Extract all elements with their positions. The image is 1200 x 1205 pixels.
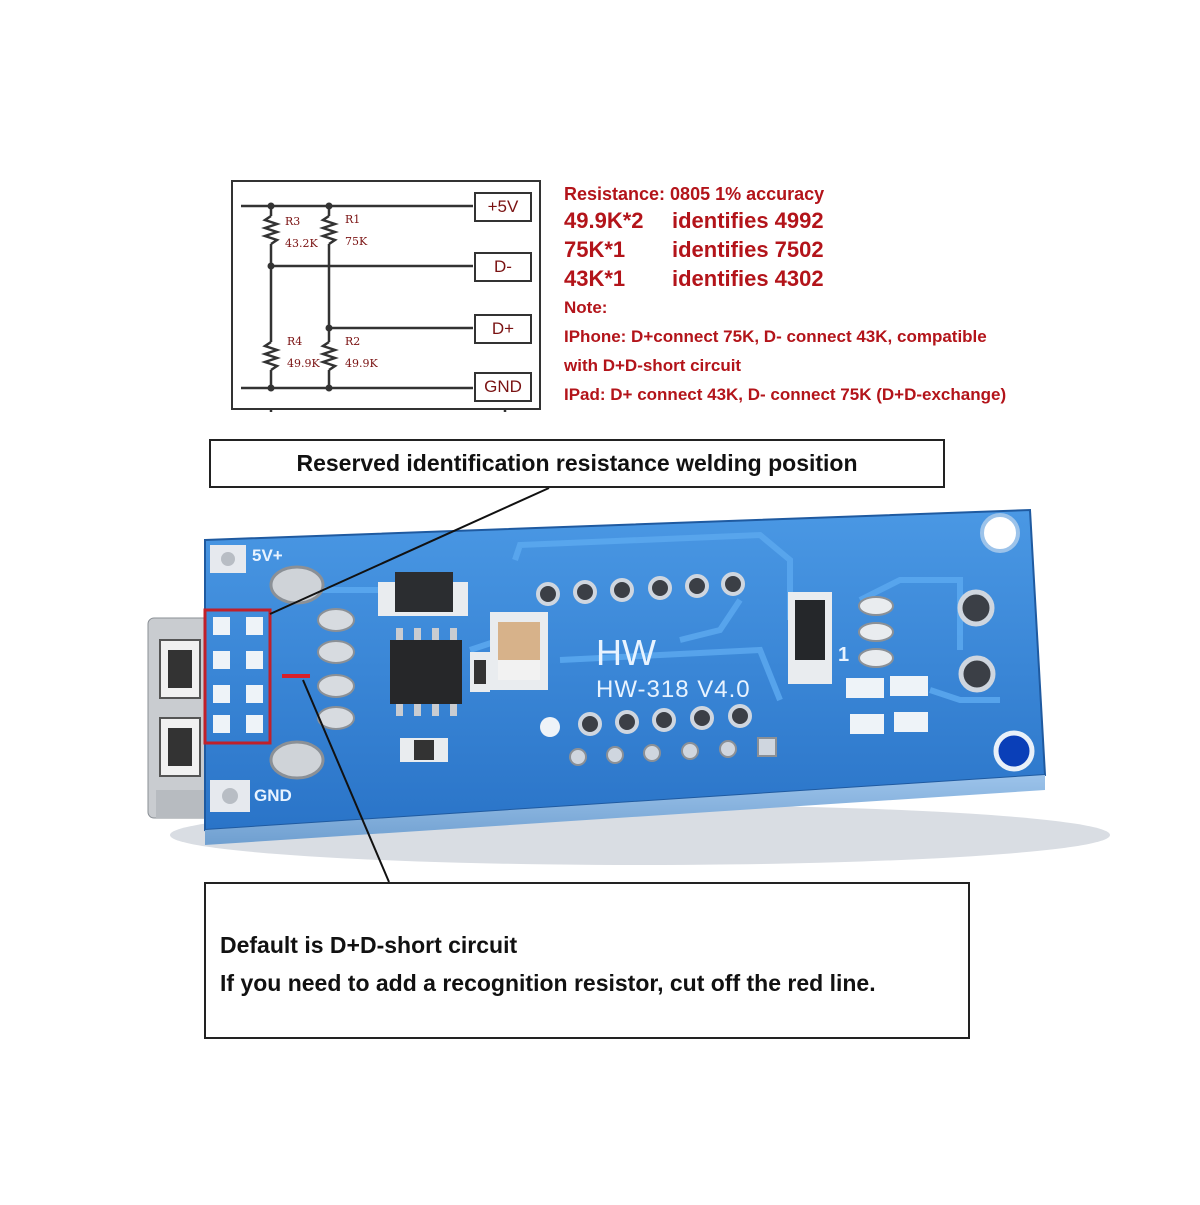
resistor-schematic: +5V D- D+ GND R3 43.2K R1 75K R4 49.9K R… <box>231 180 541 412</box>
spec-row-id: identifies 7502 <box>672 237 824 262</box>
via-left <box>540 717 560 737</box>
note-line: IPad: D+ connect 43K, D- connect 75K (D+… <box>564 385 1007 404</box>
display-pins-bottom <box>578 704 752 736</box>
display-pins-top <box>536 572 745 606</box>
specs-heading: Resistance: 0805 1% accuracy <box>564 184 825 204</box>
resistor-r4-ref: R4 <box>287 335 303 348</box>
board-edge <box>205 775 1045 845</box>
leader-line-default <box>302 679 390 883</box>
board-body <box>204 508 1047 832</box>
spec-row: 75K*1 identifies 7502 <box>564 235 1084 264</box>
copper-traces <box>300 531 1000 703</box>
board-shadow <box>170 805 1110 865</box>
pads-row-bottom <box>569 737 777 766</box>
solder-pad-bottom <box>269 740 325 780</box>
leader-line-reserved <box>269 487 550 615</box>
smd-transistor <box>788 592 832 684</box>
ic-sop8 <box>390 628 462 716</box>
reserved-position-callout: Reserved identification resistance weldi… <box>209 439 945 488</box>
smd-small-2 <box>400 738 448 762</box>
note-line: IPhone: D+connect 75K, D- connect 43K, c… <box>564 327 987 346</box>
spec-row-id: identifies 4992 <box>672 208 824 233</box>
pcb-pin1-mark: 1 <box>838 644 850 666</box>
smd-diode <box>378 582 468 616</box>
pcb-model-label: HW-318 V4.0 <box>596 676 751 703</box>
oval-pads <box>858 596 894 668</box>
resistor-r3-ref: R3 <box>285 215 301 228</box>
resistor-r1-value: 75K <box>345 235 368 248</box>
spec-row: 43K*1 identifies 4302 <box>564 264 1084 293</box>
pad-gnd <box>210 780 250 812</box>
schematic-wiring <box>241 202 507 412</box>
pin-label-dplus: D+ <box>474 314 532 344</box>
reserved-pads <box>213 617 263 733</box>
pcb-gnd-label: GND <box>254 786 292 805</box>
solder-pad-top <box>269 565 325 605</box>
resistance-specs: Resistance: 0805 1% accuracy 49.9K*2 ide… <box>564 182 1084 409</box>
note-line: with D+D-short circuit <box>564 356 742 375</box>
default-callout-line2: If you need to add a recognition resisto… <box>220 970 876 996</box>
pin-label-gnd: GND <box>474 372 532 402</box>
resistor-r2-ref: R2 <box>345 335 361 348</box>
usb-connector <box>147 617 211 819</box>
right-solder-2 <box>958 655 996 693</box>
smd-capacitor <box>490 612 548 690</box>
reserved-pad-frame <box>203 608 272 745</box>
resistor-r4-value: 49.9K <box>287 357 320 370</box>
spec-row: 49.9K*2 identifies 4992 <box>564 206 1084 235</box>
pcb-5v-label: 5V+ <box>252 546 283 565</box>
pin-label-dminus: D- <box>474 252 532 282</box>
note-label: Note: <box>564 298 608 317</box>
pad-5v <box>210 545 246 573</box>
square-pads-right <box>846 676 928 734</box>
default-short-callout: Default is D+D-short circuit If you need… <box>204 882 970 1039</box>
spec-row-value: 49.9K*2 <box>564 208 644 233</box>
pcb-brand-label: HW <box>596 632 656 673</box>
resistor-r3-value: 43.2K <box>285 237 318 250</box>
mounting-hole <box>980 513 1020 553</box>
spec-row-id: identifies 4302 <box>672 266 824 291</box>
smd-small-1 <box>470 652 490 692</box>
right-solder-1 <box>957 589 995 627</box>
resistor-r1-ref: R1 <box>345 213 361 226</box>
blue-marker-dot <box>993 730 1035 772</box>
spec-row-value: 75K*1 <box>564 237 626 262</box>
usb-pin-pads <box>317 608 355 730</box>
pin-label-5v: +5V <box>474 192 532 222</box>
default-callout-line1: Default is D+D-short circuit <box>220 932 518 958</box>
spec-row-value: 43K*1 <box>564 266 626 291</box>
resistor-r2-value: 49.9K <box>345 357 378 370</box>
